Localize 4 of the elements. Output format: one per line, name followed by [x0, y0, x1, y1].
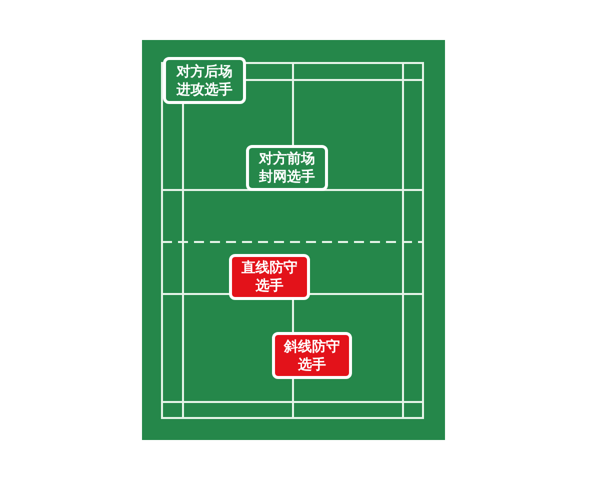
opponent-player-label: 对方后场进攻选手	[163, 57, 246, 104]
opponent-player-label: 对方前场封网选手	[246, 145, 328, 191]
defender-player-label: 斜线防守选手	[272, 332, 352, 379]
defender-player-label: 直线防守选手	[229, 254, 310, 300]
